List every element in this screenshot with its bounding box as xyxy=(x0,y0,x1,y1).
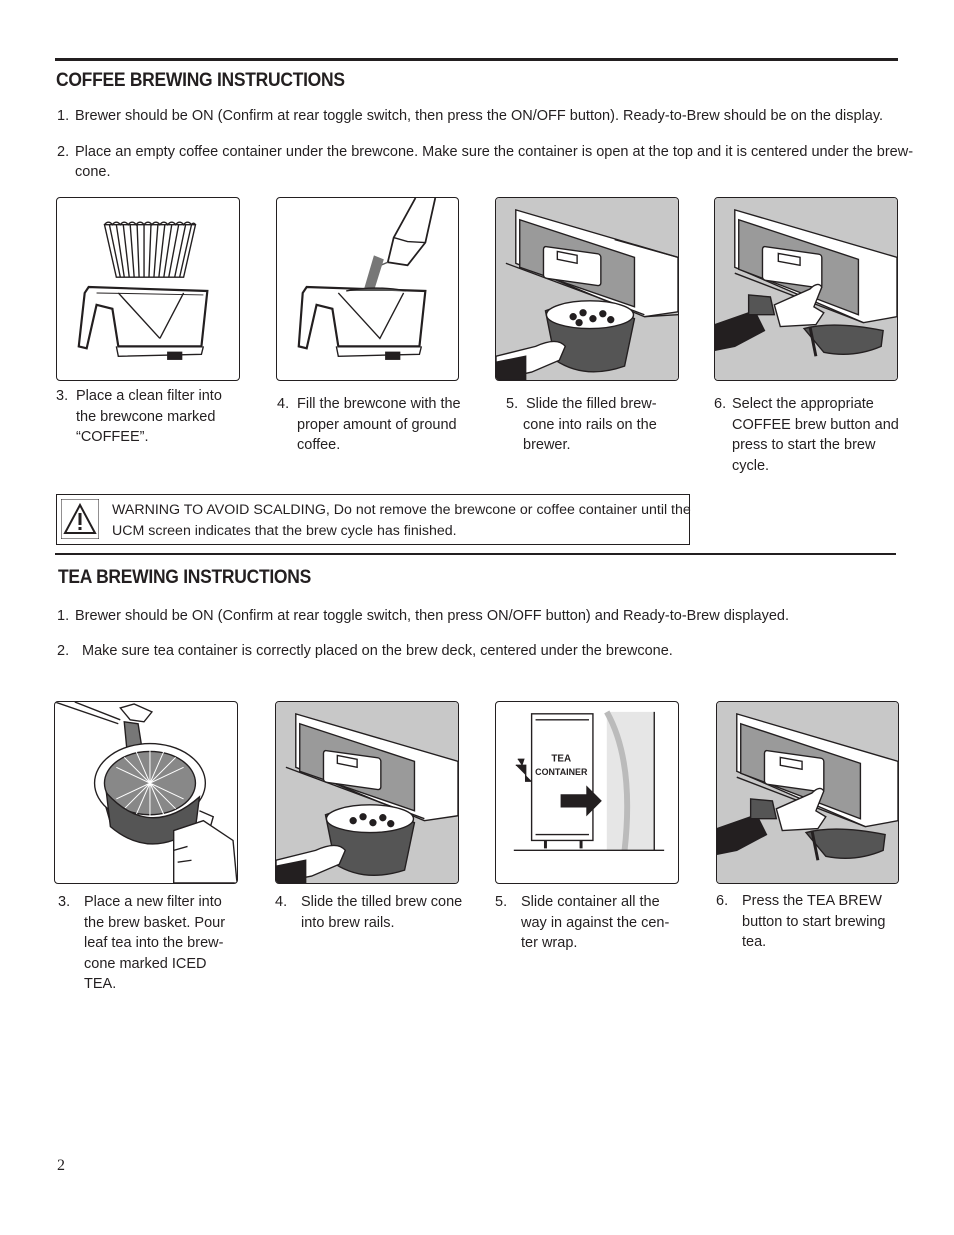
caption-number: 4. xyxy=(275,894,288,910)
warning-triangle-icon xyxy=(61,499,99,539)
caption-number: 5. xyxy=(506,396,519,412)
illustration-filter-brewcone xyxy=(56,197,240,381)
warning-line-1: WARNING TO AVOID SCALDING, Do not remove… xyxy=(112,502,691,518)
illustration-pour-tea xyxy=(54,701,238,884)
caption-number: 4. xyxy=(277,396,290,412)
tea-container-label-1: TEA xyxy=(551,753,571,764)
pour-tea-drawing xyxy=(55,702,237,883)
filter-brewcone-drawing xyxy=(77,221,209,360)
caption-number: 5. xyxy=(495,894,508,910)
caption-line: cycle. xyxy=(732,457,770,474)
caption-line: press to start the brew xyxy=(732,437,876,453)
step-text-line-1: Place an empty coffee container under th… xyxy=(75,144,914,160)
caption-number: 6. xyxy=(714,396,727,412)
fill-coffee-drawing xyxy=(297,198,437,360)
illustration-press-tea-button xyxy=(716,701,899,884)
caption-line: the brew basket. Pour xyxy=(84,914,226,931)
caption-line: cone into rails on the xyxy=(523,416,657,433)
tea-container-label-2: CONTAINER xyxy=(535,767,588,777)
caption-line: cone marked ICED xyxy=(84,955,207,972)
caption-line: brewer. xyxy=(523,437,571,453)
caption-line: COFFEE brew button and xyxy=(732,416,899,433)
warning-text: WARNING TO AVOID SCALDING, Do not remove… xyxy=(112,500,692,542)
coffee-step-2: 2. Place an empty coffee container under… xyxy=(57,142,913,184)
caption-number: 3. xyxy=(56,388,69,404)
illustration-slide-brewcone xyxy=(495,197,679,381)
caption-line: the brewcone marked xyxy=(76,408,216,425)
slide-tea-container-drawing: TEA CONTAINER xyxy=(513,710,665,852)
caption-line: Fill the brewcone with the xyxy=(297,396,461,412)
caption-line: Slide container all the xyxy=(521,894,660,910)
step-text: Brewer should be ON (Confirm at rear tog… xyxy=(75,608,790,624)
caption-line: Press the TEA BREW xyxy=(742,893,882,909)
step-number: 1. xyxy=(57,608,70,624)
caption-line: ter wrap. xyxy=(521,935,578,951)
caption-line: Slide the filled brew- xyxy=(526,396,657,412)
illustration-press-coffee-button xyxy=(714,197,898,381)
caption-number: 6. xyxy=(716,893,729,909)
caption-line: “COFFEE”. xyxy=(76,429,149,445)
caption-line: leaf tea into the brew- xyxy=(84,935,224,951)
step-text: Brewer should be ON (Confirm at rear tog… xyxy=(75,108,884,124)
step-text-line-2: cone. xyxy=(75,164,111,180)
caption-line: Place a clean filter into xyxy=(76,388,222,404)
step-number: 2. xyxy=(57,643,70,659)
illustration-slide-tea-container: TEA CONTAINER xyxy=(495,701,679,884)
caption-line: way in against the cen- xyxy=(521,914,670,931)
illustration-slide-tea-brewcone xyxy=(275,701,459,884)
caption-line: coffee. xyxy=(297,437,341,453)
page-number: 2 xyxy=(57,1157,65,1174)
press-tea-button-drawing xyxy=(717,702,898,883)
illustration-fill-coffee xyxy=(276,197,459,381)
caption-line: proper amount of ground xyxy=(297,416,457,433)
caption-line: into brew rails. xyxy=(301,914,395,931)
scalding-warning-box: WARNING TO AVOID SCALDING, Do not remove… xyxy=(56,494,692,545)
caption-line: tea. xyxy=(742,934,767,950)
press-coffee-button-drawing xyxy=(715,198,897,380)
coffee-section-title: COFFEE BREWING INSTRUCTIONS xyxy=(56,70,345,91)
tea-section-title: TEA BREWING INSTRUCTIONS xyxy=(58,567,311,588)
caption-number: 3. xyxy=(58,894,71,910)
step-text: Make sure tea container is correctly pla… xyxy=(82,643,673,659)
slide-tea-brewcone-drawing xyxy=(276,702,458,883)
warning-line-2: UCM screen indicates that the brew cycle… xyxy=(112,523,457,539)
slide-brewcone-drawing xyxy=(496,198,678,380)
step-number: 1. xyxy=(57,108,70,124)
caption-line: Slide the tilled brew cone xyxy=(301,894,463,910)
top-rule xyxy=(55,58,898,61)
step-number: 2. xyxy=(57,144,70,160)
caption-line: Place a new filter into xyxy=(84,894,222,910)
caption-line: TEA. xyxy=(84,976,117,992)
caption-line: Select the appropriate xyxy=(732,396,874,412)
caption-line: button to start brewing xyxy=(742,913,886,930)
section-divider-rule xyxy=(55,553,896,555)
